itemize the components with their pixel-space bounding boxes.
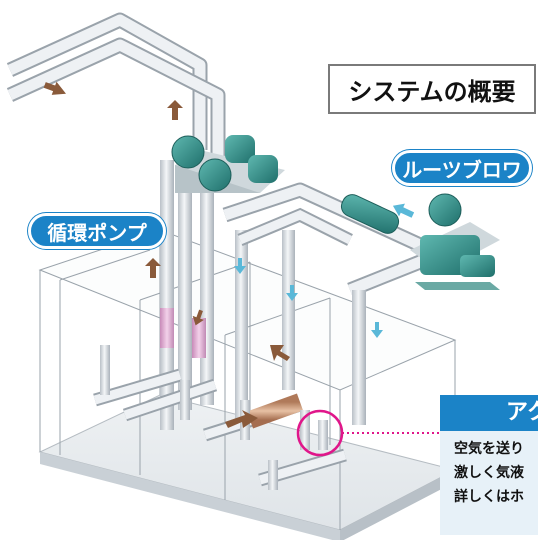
flow-arrow-icon: [43, 81, 290, 428]
info-panel: アク 空気を送り 激しく気液 詳しくはホ: [440, 395, 538, 535]
page-title: システムの概要: [328, 64, 536, 114]
flow-arrow-icon: [234, 203, 415, 338]
info-line: 激しく気液: [454, 465, 524, 481]
info-panel-heading: アク: [440, 395, 538, 431]
pump-pipes: [160, 160, 295, 430]
overhead-pipes: [6, 12, 226, 160]
pump-icon: [171, 135, 285, 193]
info-line: 詳しくはホ: [454, 489, 524, 505]
blower-icon: [340, 193, 500, 290]
info-line: 空気を送り: [454, 441, 524, 457]
info-panel-body: 空気を送り 激しく気液 詳しくはホ: [440, 431, 538, 535]
pump-label: 循環ポンプ: [28, 213, 166, 249]
blower-label: ルーツブロワ: [392, 150, 532, 186]
